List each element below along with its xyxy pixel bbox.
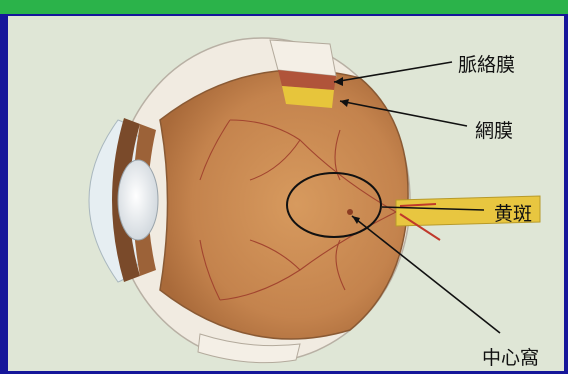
label-choroid: 脈絡膜 <box>458 50 515 77</box>
label-retina: 網膜 <box>475 116 513 143</box>
fovea-dot <box>347 209 353 215</box>
fundus <box>160 70 408 339</box>
lens <box>118 160 158 240</box>
label-fovea: 中心窩 <box>482 343 539 370</box>
label-macula: 黄斑 <box>494 199 532 226</box>
